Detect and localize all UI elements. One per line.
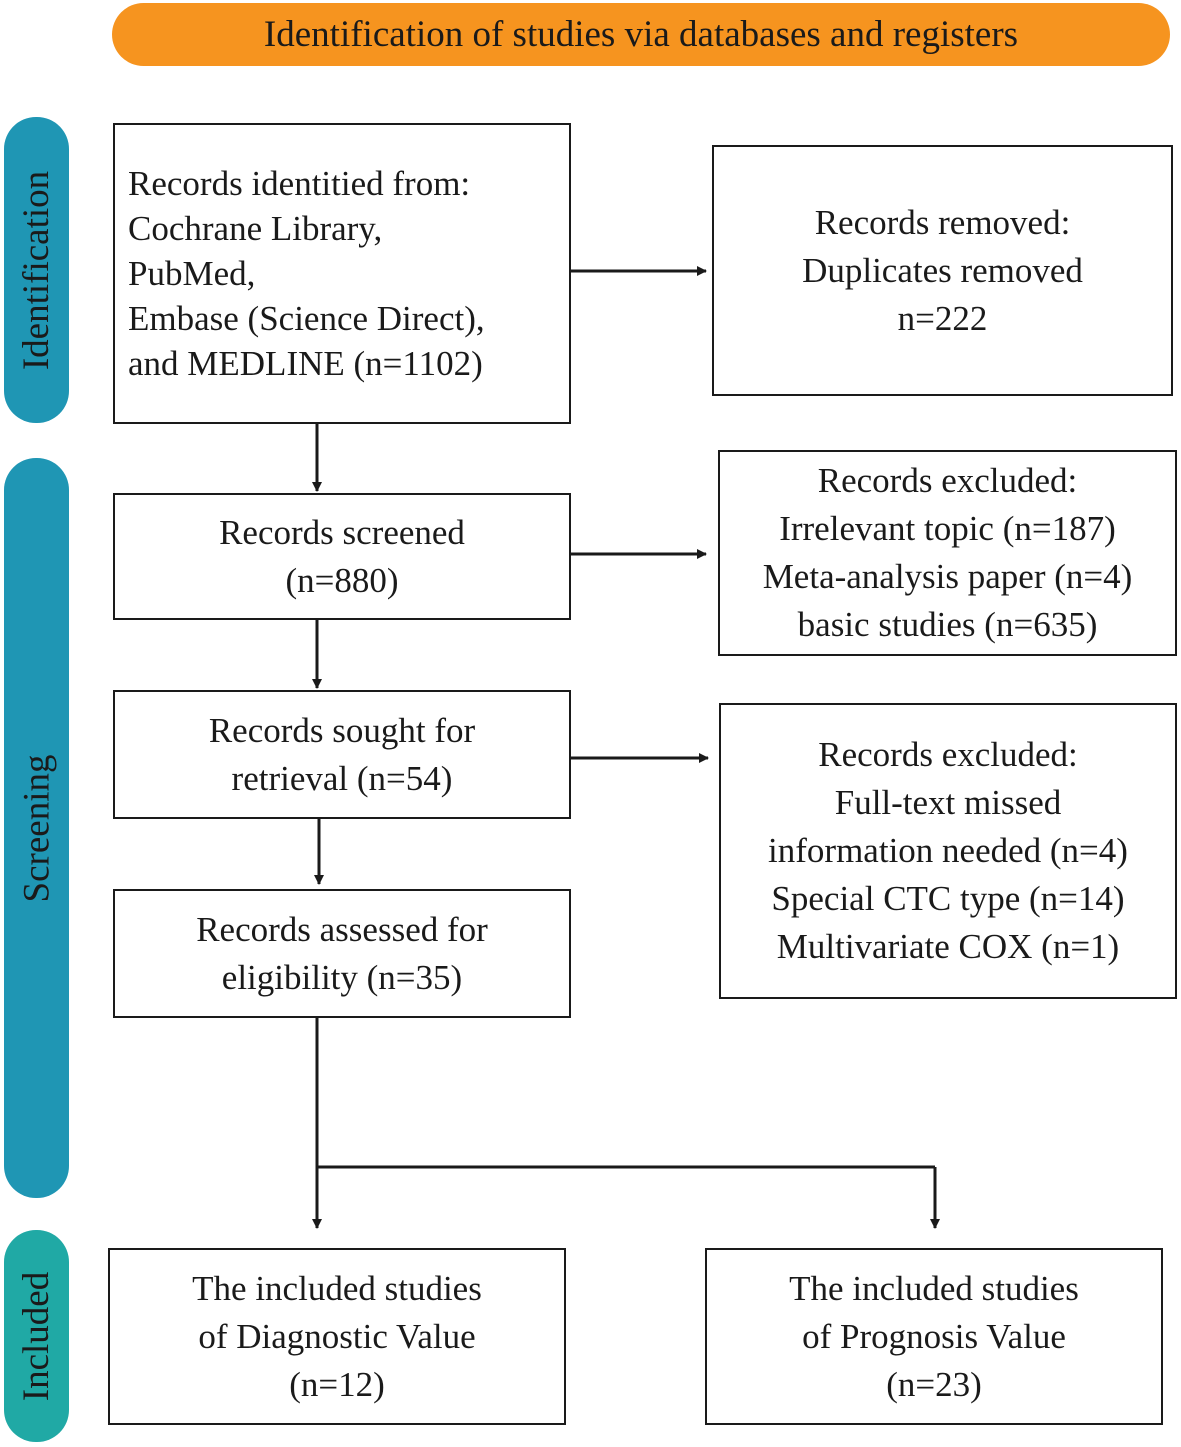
box-included-prognosis: The included studies of Prognosis Value (n… xyxy=(705,1248,1163,1425)
box-line: Multivariate COX (n=1) xyxy=(776,927,1120,966)
box-records-screened: Records screened (n=880) xyxy=(113,493,571,620)
stage-included: Included xyxy=(4,1230,69,1442)
box-line: and MEDLINE (n=1102) xyxy=(128,344,483,383)
box-line: Irrelevant topic (n=187) xyxy=(779,509,1116,548)
box-line: The included studies xyxy=(192,1268,482,1308)
box-line: Embase (Science Direct), xyxy=(128,299,485,338)
box-records-excluded-fulltext: Records excluded: Full-text missed informa… xyxy=(719,703,1177,999)
box-line: Records removed: xyxy=(814,202,1071,242)
box-line: PubMed, xyxy=(128,254,256,293)
box-line: Records assessed for xyxy=(196,909,488,949)
box-line: Records sought for xyxy=(208,710,476,750)
box-line: Meta-analysis paper (n=4) xyxy=(762,557,1133,596)
box-line: basic studies (n=635) xyxy=(797,605,1098,644)
stage-identification: Identification xyxy=(4,117,69,423)
box-records-assessed: Records assessed for eligibility (n=35) xyxy=(113,889,571,1018)
box-line: The included studies xyxy=(789,1268,1079,1308)
stage-screening: Screening xyxy=(4,458,69,1198)
box-line: eligibility (n=35) xyxy=(221,957,463,997)
box-records-removed: Records removed: Duplicates removed n=222 xyxy=(712,145,1173,396)
box-line: Records screened xyxy=(219,512,465,552)
box-line: Records identitied from: xyxy=(128,164,471,203)
box-line: Cochrane Library, xyxy=(128,209,383,248)
box-line: n=222 xyxy=(897,298,988,338)
box-line: Full-text missed xyxy=(834,783,1062,822)
box-included-diagnostic: The included studies of Diagnostic Value (… xyxy=(108,1248,566,1425)
box-line: (n=23) xyxy=(886,1364,982,1404)
box-line: retrieval (n=54) xyxy=(231,758,453,798)
box-line: information needed (n=4) xyxy=(768,831,1128,870)
box-line: (n=880) xyxy=(285,560,399,600)
box-line: Records excluded: xyxy=(817,461,1078,500)
box-line: of Diagnostic Value xyxy=(198,1316,476,1356)
box-line: Records excluded: xyxy=(818,735,1078,774)
box-records-excluded-screening: Records excluded: Irrelevant topic (n=187… xyxy=(718,450,1177,656)
box-line: Duplicates removed xyxy=(802,250,1083,290)
phase-header: Identification of studies via databases … xyxy=(112,3,1170,66)
box-records-sought: Records sought for retrieval (n=54) xyxy=(113,690,571,819)
box-line: Special CTC type (n=14) xyxy=(771,879,1125,918)
box-line: of Prognosis Value xyxy=(802,1316,1066,1356)
box-records-identified: Records identitied from: Cochrane Library… xyxy=(113,123,571,424)
box-line: (n=12) xyxy=(289,1364,385,1404)
